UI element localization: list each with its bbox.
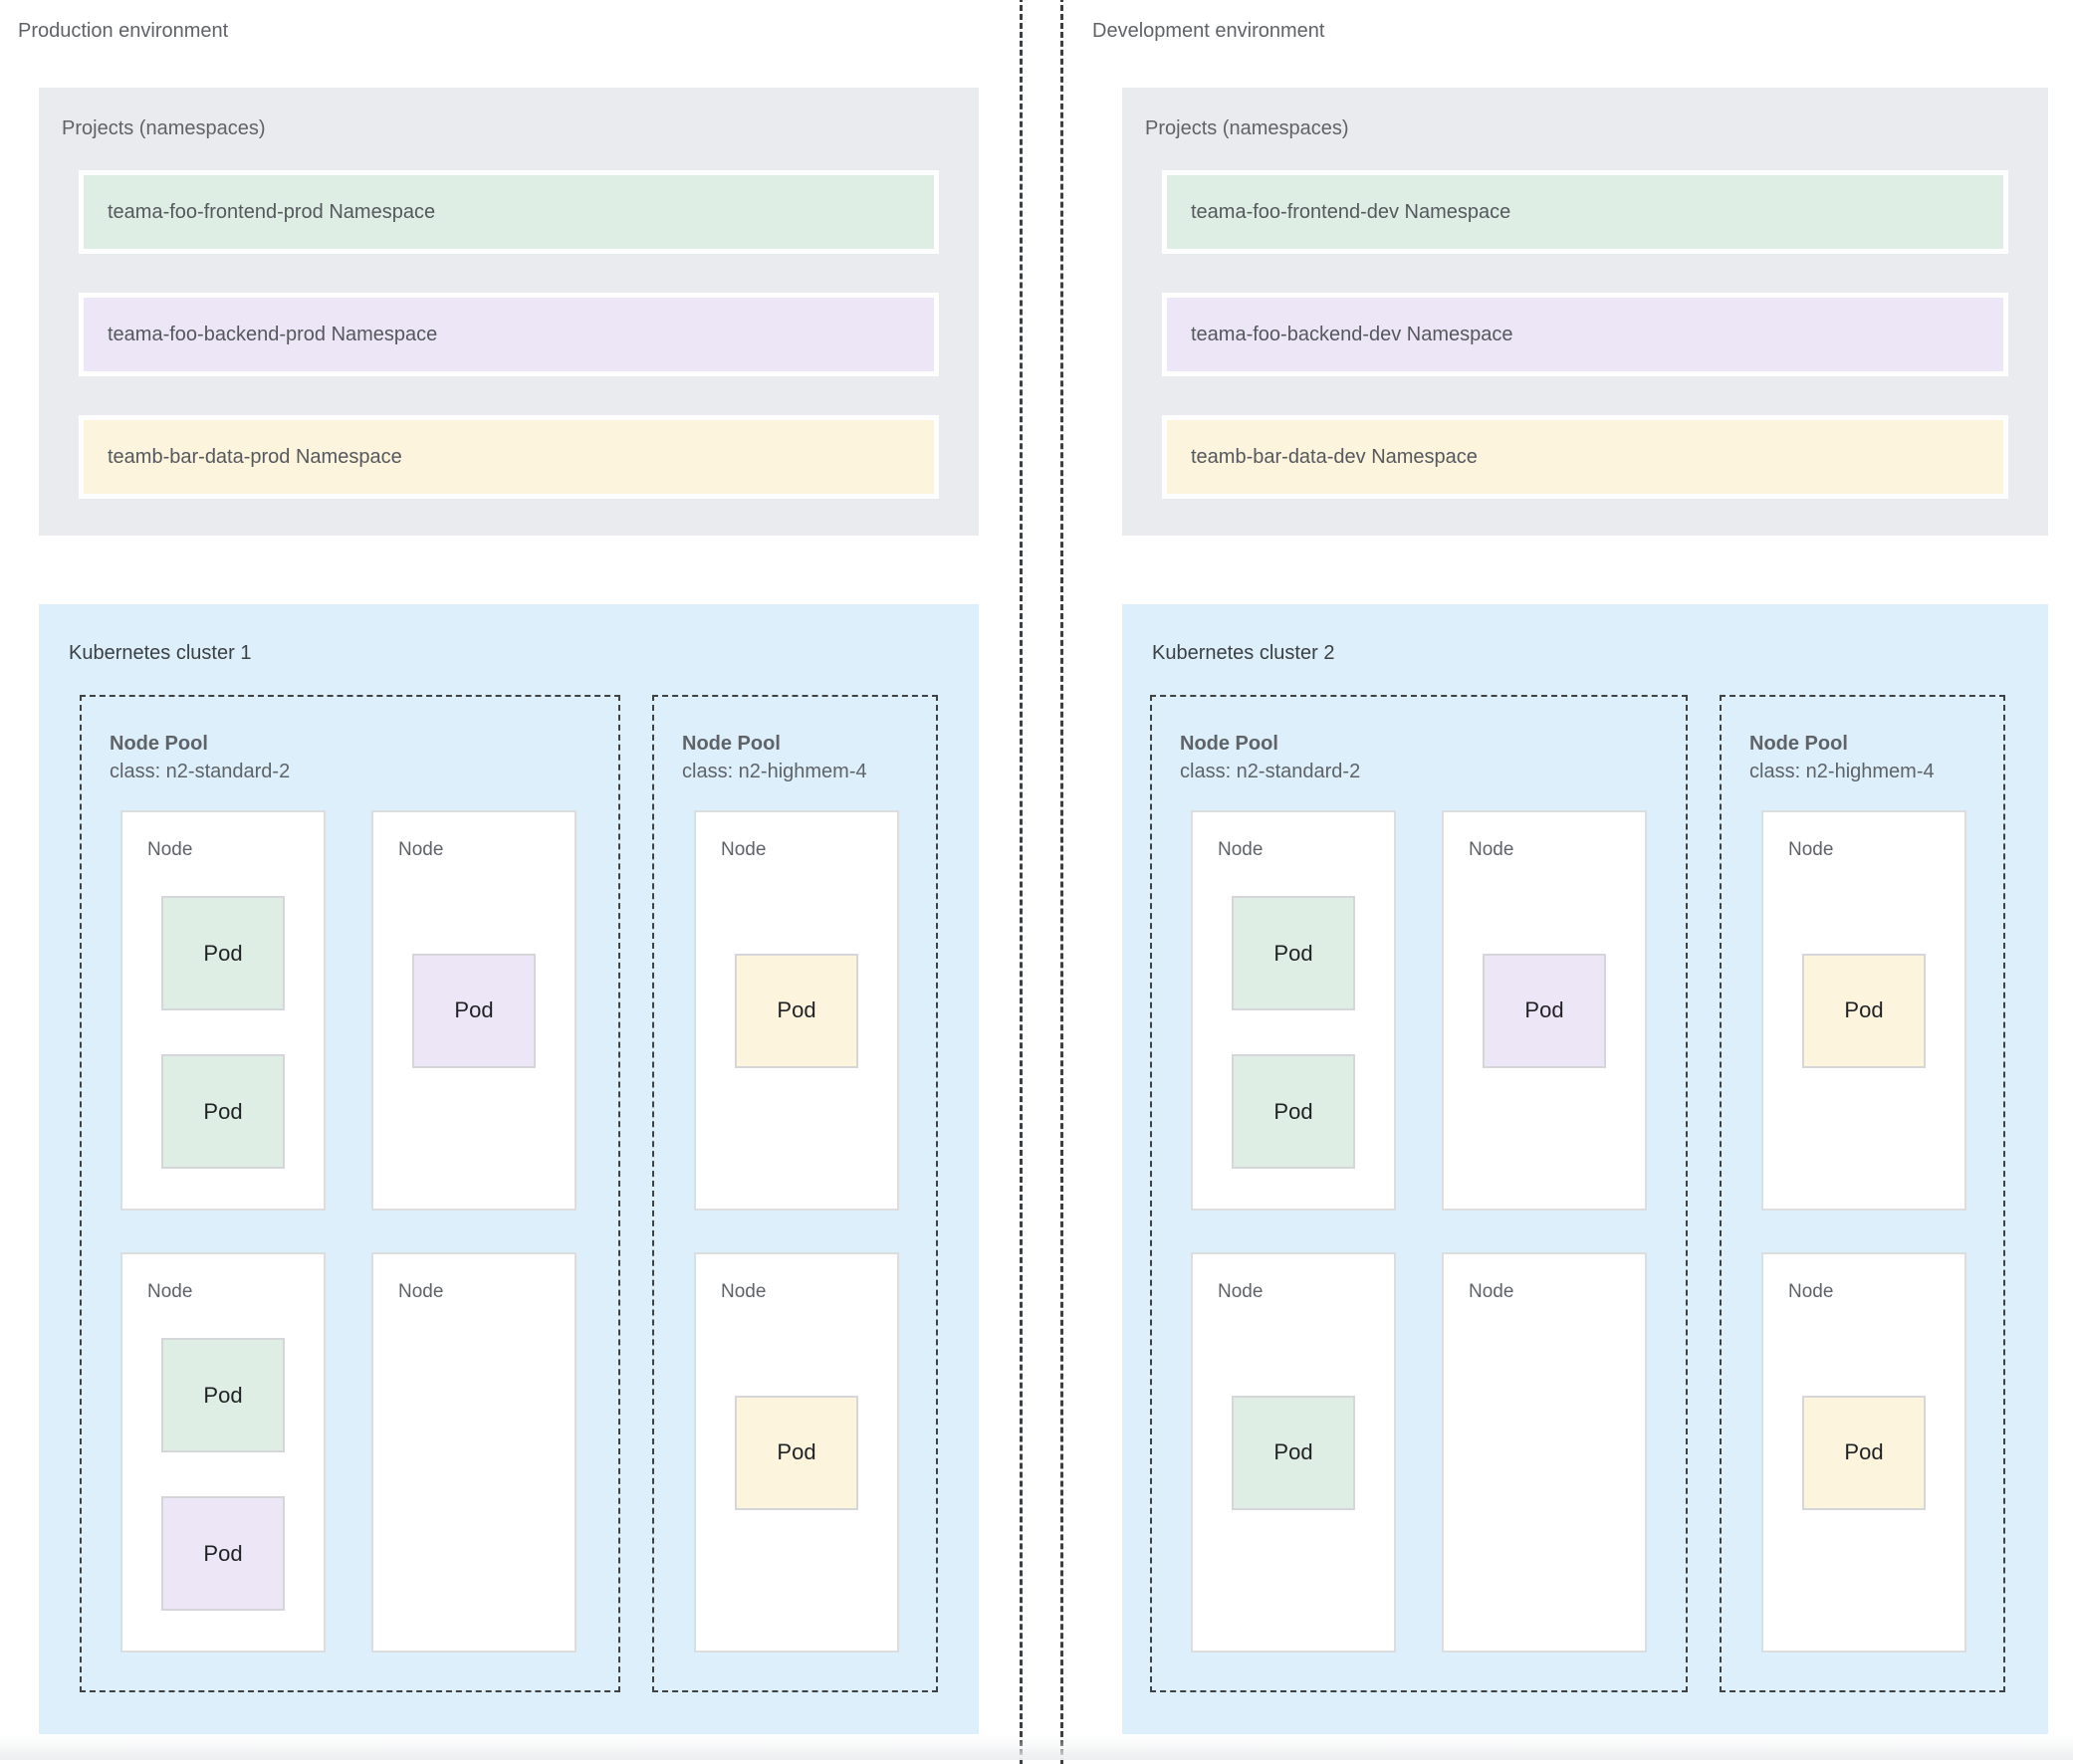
node-pool-class: class: n2-standard-2 (1180, 761, 1361, 782)
node-pool-title: Node Pool class: n2-standard-2 (110, 730, 290, 785)
pods: Pod (1444, 812, 1645, 1209)
pods: Pod (696, 1254, 897, 1651)
node: Node Pod (1191, 1252, 1396, 1653)
node-pool: Node Pool class: n2-standard-2 Node Pod … (1150, 695, 1688, 1692)
environment-divider (1060, 0, 1063, 1764)
node-pool-class: class: n2-standard-2 (110, 761, 291, 782)
node-label: Node (1218, 1281, 1264, 1302)
node: Node Pod (1761, 1252, 1966, 1653)
pod: Pod (735, 953, 858, 1068)
node-label: Node (1218, 839, 1264, 860)
pod: Pod (1232, 1395, 1355, 1510)
nodes-grid: Node Pod Node Pod (694, 810, 899, 1653)
node-label: Node (398, 1281, 444, 1302)
node: Node Pod (1442, 810, 1647, 1211)
node-pool-class: class: n2-highmem-4 (1749, 761, 1935, 782)
nodes-grid: Node Pod Node Pod (1761, 810, 1966, 1653)
namespace-row: teamb-bar-data-prod Namespace (79, 415, 939, 499)
projects-box: Projects (namespaces) teama-foo-frontend… (39, 88, 979, 536)
node-pool-name: Node Pool (1180, 733, 1278, 755)
node-label: Node (147, 1281, 193, 1302)
pods: Pod Pod (122, 1338, 324, 1611)
node-pool-name: Node Pool (1749, 733, 1848, 755)
pod: Pod (161, 1054, 285, 1169)
namespace-row: teama-foo-backend-dev Namespace (1162, 293, 2008, 376)
kubernetes-cluster-box: Kubernetes cluster 2 Node Pool class: n2… (1122, 604, 2048, 1734)
pod: Pod (161, 896, 285, 1010)
pod: Pod (1232, 896, 1355, 1010)
environment-divider (1020, 0, 1023, 1764)
pod: Pod (1232, 1054, 1355, 1169)
pods: Pod Pod (1193, 896, 1394, 1169)
node-label: Node (1469, 1281, 1514, 1302)
node-pool-class: class: n2-highmem-4 (682, 761, 867, 782)
pods: Pod Pod (122, 896, 324, 1169)
node-label: Node (1788, 1281, 1834, 1302)
node: Node Pod (694, 810, 899, 1211)
environment-title: Production environment (18, 20, 229, 42)
namespace-row: teama-foo-frontend-dev Namespace (1162, 170, 2008, 254)
environment-title: Development environment (1092, 20, 1325, 42)
node-pool-title: Node Pool class: n2-highmem-4 (1749, 730, 1935, 785)
pods: Pod (696, 812, 897, 1209)
namespace-row: teamb-bar-data-dev Namespace (1162, 415, 2008, 499)
node: Node Pod Pod (1191, 810, 1396, 1211)
node: Node Pod (694, 1252, 899, 1653)
kubernetes-cluster-box: Kubernetes cluster 1 Node Pool class: n2… (39, 604, 979, 1734)
page-bottom-fade (0, 1736, 2073, 1760)
projects-title: Projects (namespaces) (1145, 117, 1349, 139)
pods: Pod (1763, 1254, 1964, 1651)
projects-title: Projects (namespaces) (62, 117, 266, 139)
node-label: Node (1788, 839, 1834, 860)
pod: Pod (1802, 1395, 1926, 1510)
node-label: Node (1469, 839, 1514, 860)
node-pool-name: Node Pool (682, 733, 781, 755)
node-pool-name: Node Pool (110, 733, 208, 755)
namespace-row: teama-foo-frontend-prod Namespace (79, 170, 939, 254)
pod: Pod (1483, 953, 1606, 1068)
pod: Pod (161, 1496, 285, 1611)
node-pool: Node Pool class: n2-standard-2 Node Pod … (80, 695, 620, 1692)
node-pool: Node Pool class: n2-highmem-4 Node Pod N… (1720, 695, 2005, 1692)
env-column-development: Development environment Projects (namesp… (1092, 0, 2048, 1760)
env-column-production: Production environment Projects (namespa… (18, 0, 979, 1760)
cluster-title: Kubernetes cluster 2 (1152, 642, 1335, 664)
node-label: Node (721, 839, 767, 860)
namespace-row: teama-foo-backend-prod Namespace (79, 293, 939, 376)
node-pool: Node Pool class: n2-highmem-4 Node Pod N… (652, 695, 938, 1692)
projects-box: Projects (namespaces) teama-foo-frontend… (1122, 88, 2048, 536)
nodes-grid: Node Pod Pod Node Pod Node (120, 810, 576, 1653)
pod: Pod (412, 953, 536, 1068)
node-pool-title: Node Pool class: n2-highmem-4 (682, 730, 867, 785)
pods: Pod (373, 812, 575, 1209)
node: Node Pod Pod (120, 1252, 326, 1653)
node: Node Pod Pod (120, 810, 326, 1211)
node-label: Node (398, 839, 444, 860)
node: Node Pod (371, 810, 576, 1211)
node: Node Pod (1761, 810, 1966, 1211)
pod: Pod (735, 1395, 858, 1510)
nodes-grid: Node Pod Pod Node Pod Node (1191, 810, 1647, 1653)
pod: Pod (161, 1338, 285, 1452)
node: Node (1442, 1252, 1647, 1653)
node-label: Node (721, 1281, 767, 1302)
pods: Pod (1193, 1254, 1394, 1651)
cluster-title: Kubernetes cluster 1 (69, 642, 252, 664)
node: Node (371, 1252, 576, 1653)
node-label: Node (147, 839, 193, 860)
pods: Pod (1763, 812, 1964, 1209)
pod: Pod (1802, 953, 1926, 1068)
node-pool-title: Node Pool class: n2-standard-2 (1180, 730, 1360, 785)
